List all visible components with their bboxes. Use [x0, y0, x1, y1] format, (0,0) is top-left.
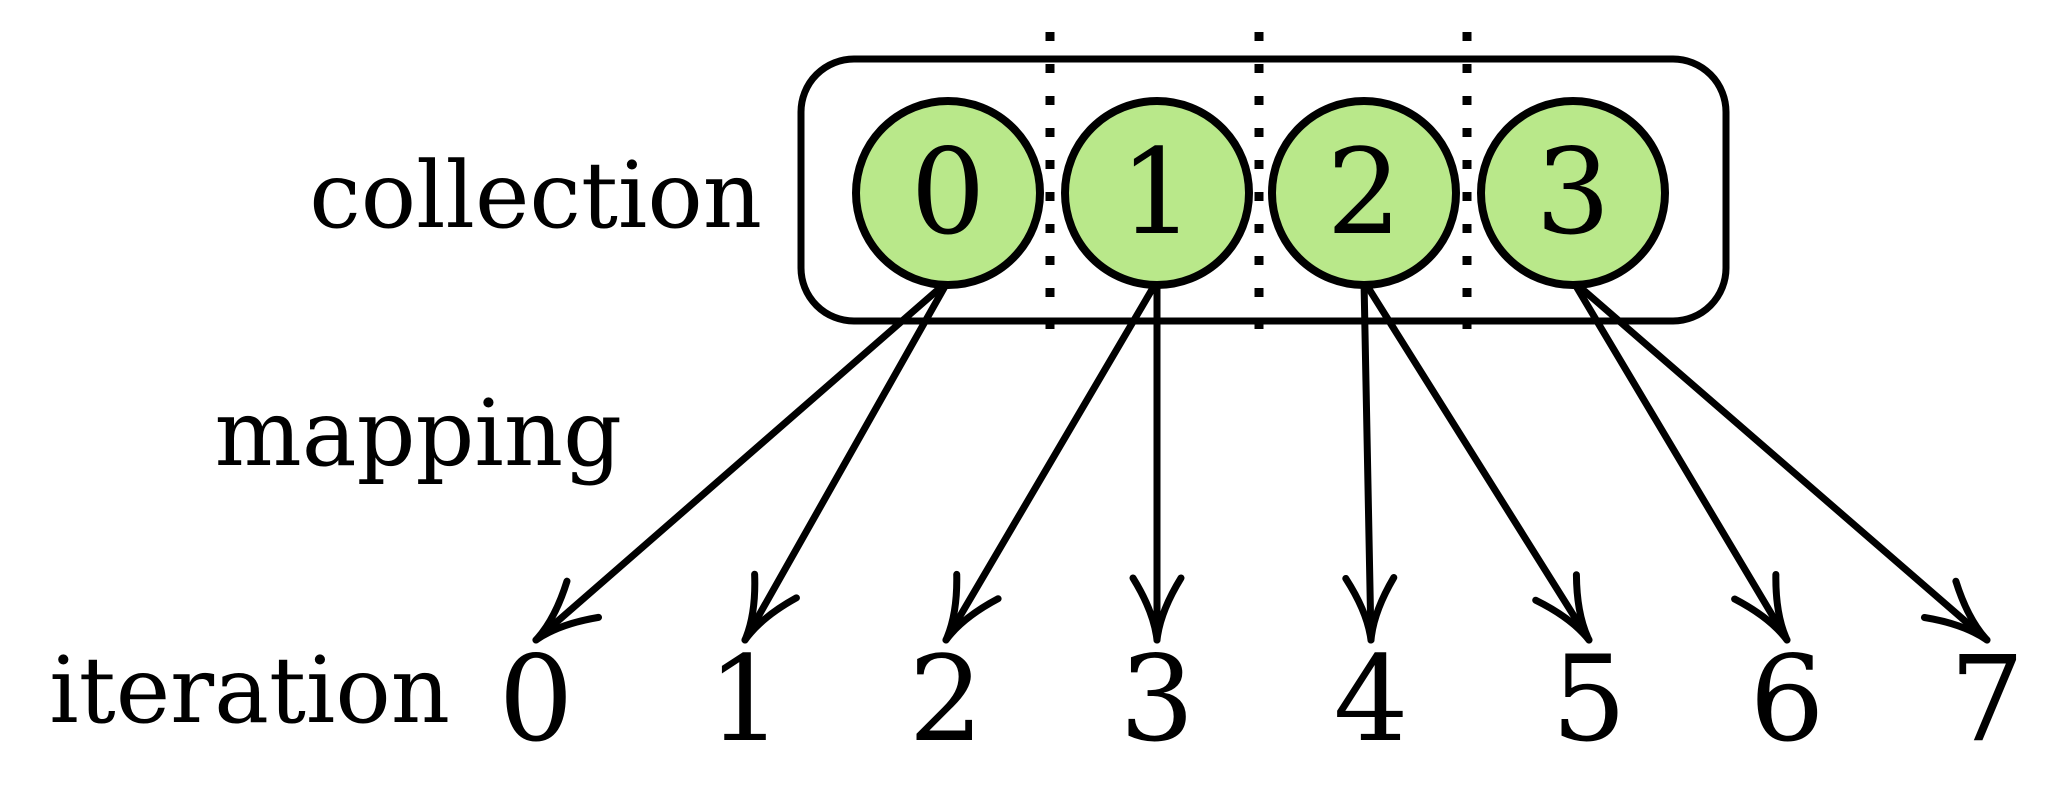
iteration-label-1: 1 — [707, 630, 782, 768]
collection-item-label: 2 — [1326, 123, 1401, 261]
iteration-label-6: 6 — [1749, 630, 1824, 768]
collection-item-label: 3 — [1535, 123, 1610, 261]
iteration-label-0: 0 — [498, 630, 573, 768]
mapping-arrow-1-to-3 — [1129, 277, 1185, 644]
mapping-row-label: mapping — [215, 380, 622, 487]
iteration-label-2: 2 — [908, 630, 983, 768]
mapping-arrow-3-to-6 — [1569, 277, 1791, 644]
mapping-arrow-0-to-1 — [741, 277, 952, 644]
collection-item-circle — [1268, 97, 1460, 289]
collection-item-circle — [1477, 97, 1669, 289]
mapping-arrows — [532, 277, 1991, 644]
collection-item-0: 0 — [852, 97, 1044, 289]
collection-item-3: 3 — [1477, 97, 1669, 289]
collection-item-label: 0 — [910, 123, 985, 261]
collection-container — [797, 55, 1730, 325]
mapping-arrow-2-to-5 — [1360, 277, 1593, 644]
collection-item-circle — [852, 97, 1044, 289]
collection-item-label: 1 — [1119, 123, 1194, 261]
iteration-label-5: 5 — [1551, 630, 1626, 768]
mapping-arrow-3-to-7 — [1569, 277, 1991, 644]
mapping-arrow-1-to-2 — [942, 277, 1161, 644]
mapping-arrow-0-to-0 — [532, 277, 952, 644]
iteration-label-7: 7 — [1949, 630, 2024, 768]
collection-item-circle — [1061, 97, 1253, 289]
collection-item-2: 2 — [1268, 97, 1460, 289]
mapping-arrow-2-to-4 — [1342, 277, 1398, 644]
collection-row-label: collection — [309, 142, 762, 249]
iteration-label-3: 3 — [1119, 630, 1194, 768]
collection-item-1: 1 — [1061, 97, 1253, 289]
iteration-row-label: iteration — [49, 637, 450, 744]
iteration-label-4: 4 — [1333, 630, 1408, 768]
